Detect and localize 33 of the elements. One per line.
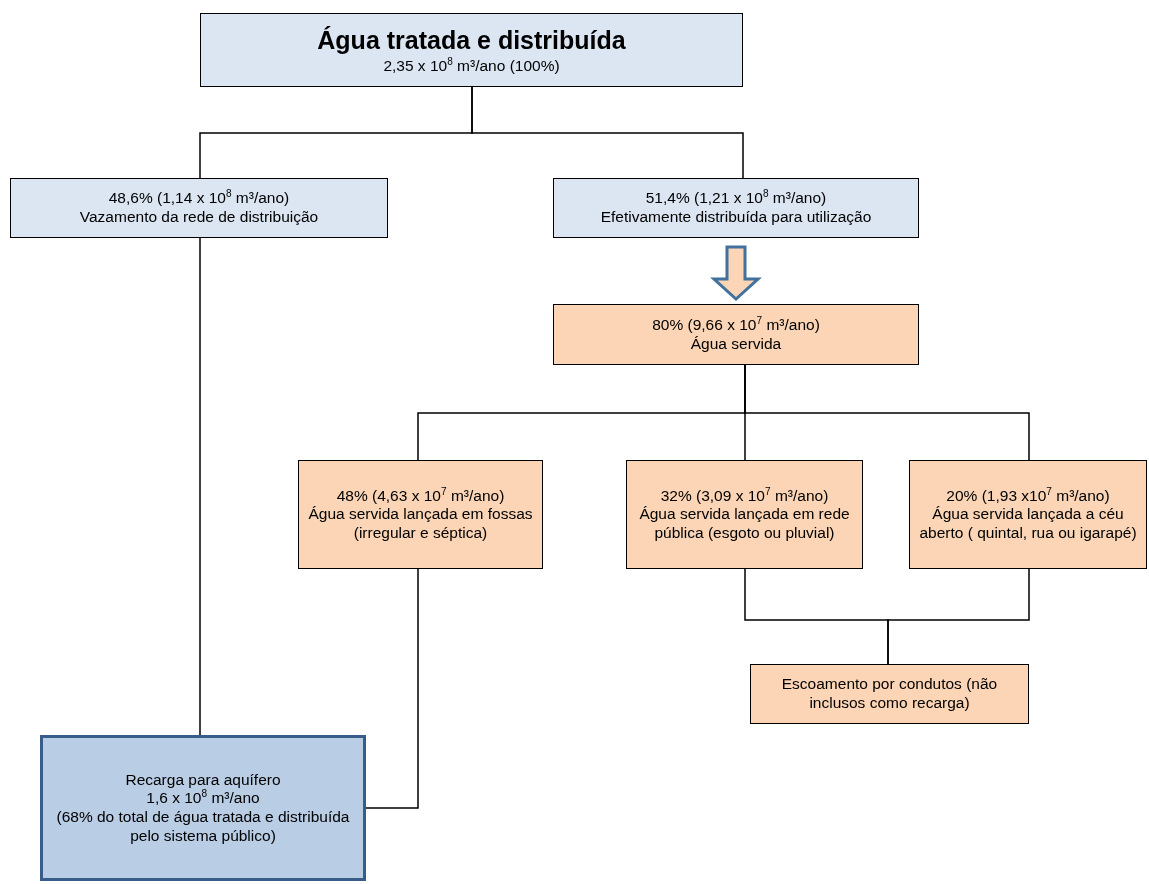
- box-text: (68% do total de água tratada e distribuída pelo sistema público): [55, 808, 351, 846]
- box-text: Água servida: [690, 334, 782, 354]
- connector-line: [471, 86, 744, 179]
- process-box: [10, 178, 388, 238]
- process-box: [626, 460, 863, 569]
- box-text: Água servida lançada em rede pública (esgoto ou pluvial): [638, 505, 851, 543]
- connector-line: [199, 237, 201, 736]
- box-text: 20% (1,93 x10$^{7}$ m³/ano): [946, 486, 1110, 506]
- box-text: Água servida lançada a céu aberto ( quintal, rua ou igarapé): [918, 505, 1138, 543]
- box-text: Vazamento da rede de distribuição: [79, 208, 319, 227]
- box-text: 2,35 x 10$^{8}$ m³/ano (100%): [383, 56, 560, 76]
- box-text: 1,6 x 10$^{8}$ m³/ano: [146, 789, 260, 808]
- box-text: Efetivamente distribuída para utilização: [600, 208, 872, 227]
- connector-line: [744, 364, 1030, 461]
- box-text: 48,6% (1,14 x 10$^{8}$ m³/ano): [108, 189, 290, 208]
- block-arrow: [710, 245, 762, 302]
- box-text: 80% (9,66 x 10$^{7}$ m³/ano): [652, 315, 820, 335]
- process-box: [750, 664, 1029, 724]
- process-box: [553, 178, 919, 238]
- process-box: [553, 304, 919, 365]
- result-box: [40, 735, 366, 881]
- box-text: 51,4% (1,21 x 10$^{8}$ m³/ano): [645, 189, 827, 208]
- box-text: Água servida lançada em fossas (irregular e séptica): [307, 505, 534, 543]
- heading: Água tratada e distribuída: [317, 25, 626, 57]
- process-box: [909, 460, 1147, 569]
- connector-line: [887, 568, 1030, 665]
- box-text: 48% (4,63 x 10$^{7}$ m³/ano): [336, 486, 505, 506]
- connector-line: [365, 568, 419, 809]
- box-text: Recarga para aquífero: [125, 770, 281, 790]
- box-text: 32% (3,09 x 10$^{7}$ m³/ano): [660, 486, 829, 506]
- process-box: [200, 13, 743, 87]
- box-text: Escoamento por condutos (não inclusos como recarga): [780, 675, 999, 713]
- process-box: [298, 460, 543, 569]
